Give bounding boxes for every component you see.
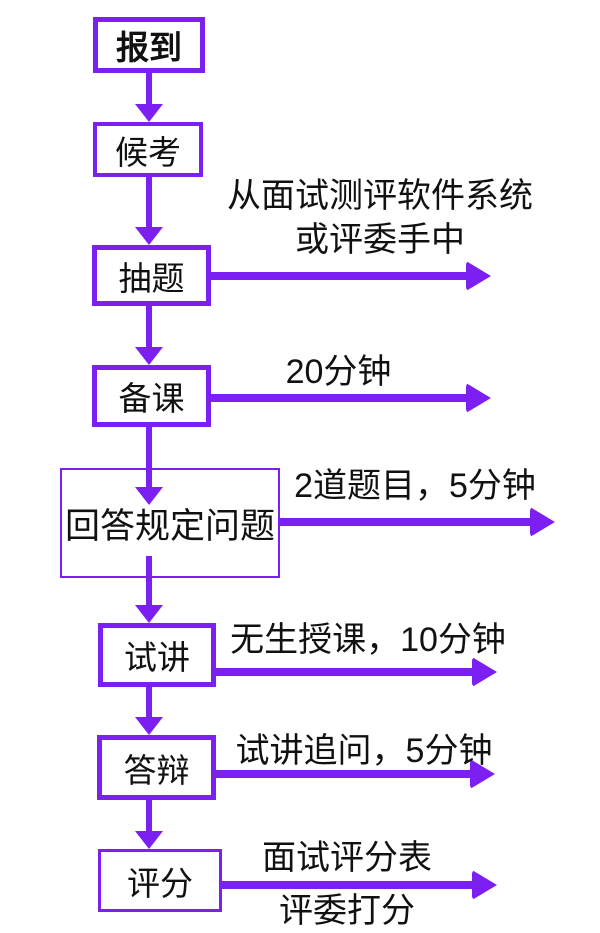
note-defense: 试讲追问，5分钟 [235,732,493,770]
step-check-in: 报到 [93,17,205,73]
step-draw-question-label: 抽题 [118,259,185,297]
step-waiting: 候考 [93,122,203,177]
step-lesson-prep-label: 备课 [118,380,185,417]
note-scoring-below: 评委打分 [279,892,415,930]
step-waiting-label: 候考 [115,133,181,171]
note-draw-source-line2: 或评委手中 [295,221,465,259]
step-defense-label: 答辩 [123,751,190,789]
step-trial-lecture-label: 试讲 [124,639,190,676]
step-trial-lecture: 试讲 [98,623,216,687]
note-prep-time: 20分钟 [285,353,392,391]
step-answer-questions: 回答规定问题 [60,468,280,578]
note-scoring-above: 面试评分表 [262,839,432,877]
step-defense: 答辩 [97,735,216,800]
step-answer-questions-label: 回答规定问题 [64,506,275,546]
note-trial-lecture: 无生授课，10分钟 [230,621,506,659]
step-lesson-prep: 备课 [92,365,211,427]
step-draw-question: 抽题 [92,245,211,306]
step-scoring: 评分 [98,849,222,912]
note-draw-source-line1: 从面试测评软件系统 [227,177,533,215]
note-set-questions: 2道题目，5分钟 [294,467,536,505]
step-scoring-label: 评分 [127,864,193,902]
step-check-in-label: 报到 [116,29,182,66]
